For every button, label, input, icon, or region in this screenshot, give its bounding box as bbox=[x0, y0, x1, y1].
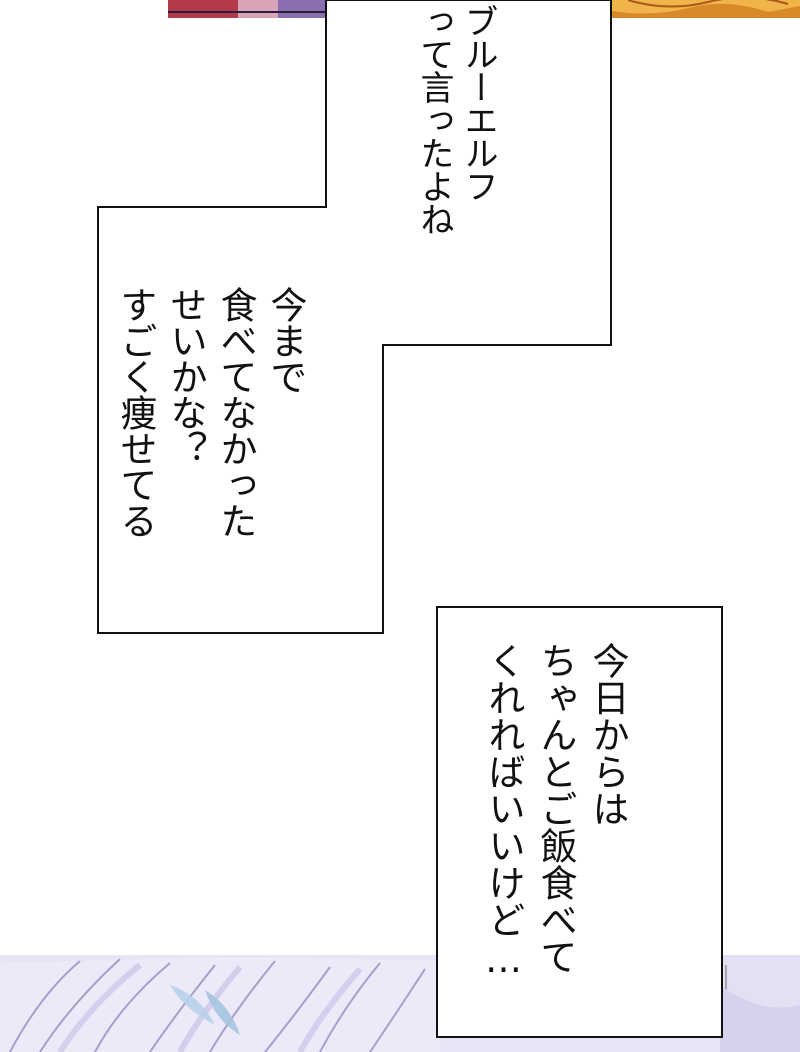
caption-box-1-2 bbox=[97, 0, 612, 634]
caption-box-3 bbox=[436, 606, 723, 1038]
top-left-art bbox=[168, 0, 328, 18]
caption-text-2: 今まで 食べてなかった せいかな？ すごく痩せてる bbox=[114, 286, 307, 538]
top-right-art bbox=[608, 0, 800, 18]
caption-text-3: 今日からは ちゃんとご飯食べて くれればいいけど… bbox=[482, 642, 629, 981]
caption-text-1: ブルーエルフ って言ったよね bbox=[414, 4, 498, 235]
